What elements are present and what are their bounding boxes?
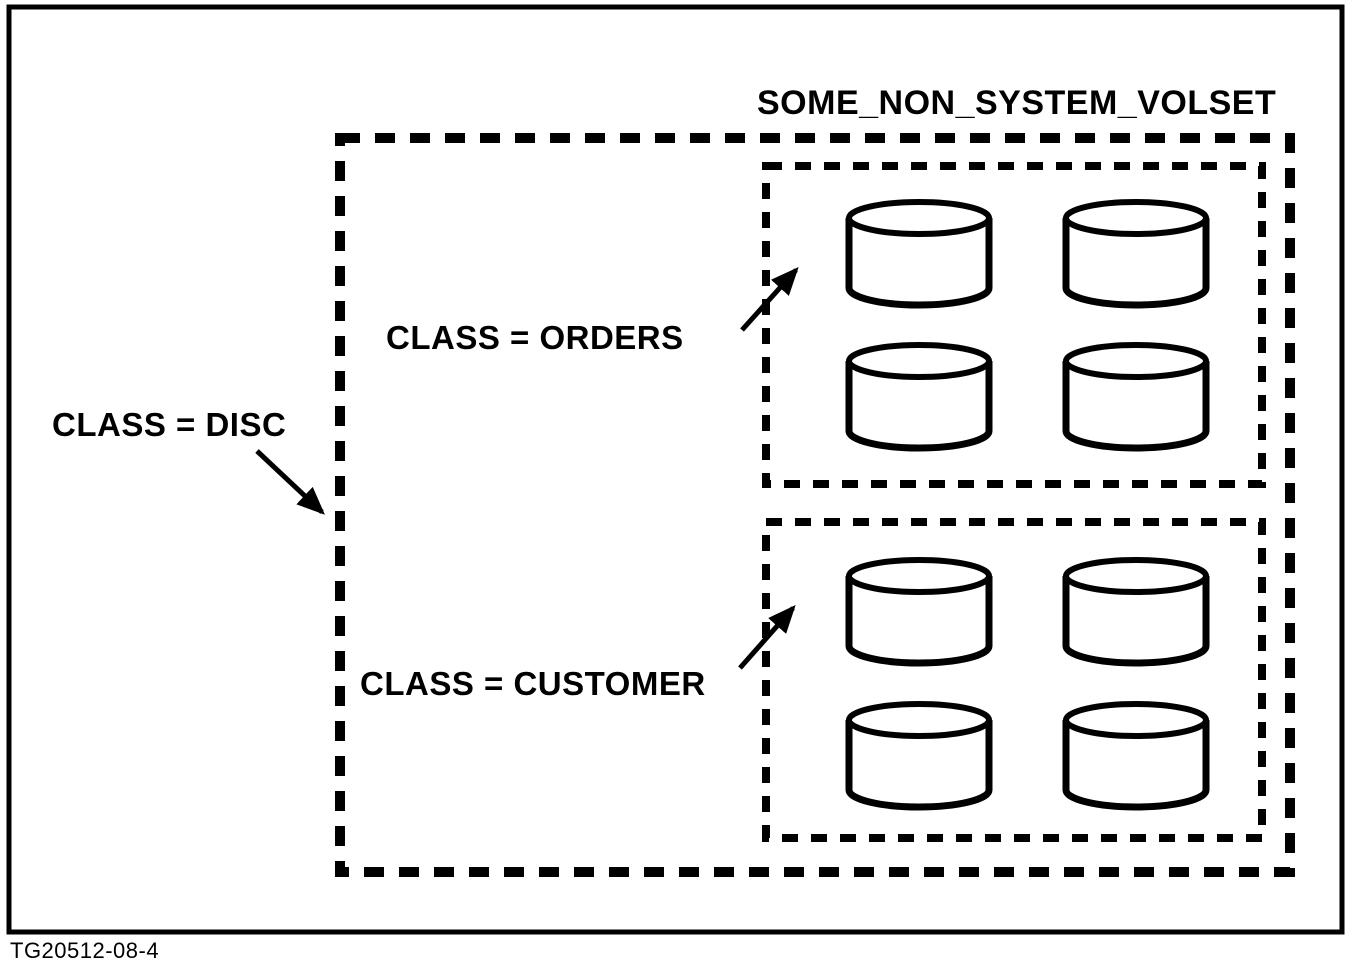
disk-icon	[1066, 704, 1206, 807]
disk-icon	[1066, 560, 1206, 663]
orders-group-box	[762, 162, 1266, 488]
label-class-disc: CLASS = DISC	[52, 406, 287, 443]
disk-icon	[1066, 345, 1206, 448]
volset-boundary	[335, 133, 1295, 877]
disk-icon	[849, 704, 989, 807]
label-class-orders: CLASS = ORDERS	[386, 319, 684, 356]
orders-arrow-icon	[740, 267, 799, 332]
customer-group-box	[762, 518, 1266, 842]
customer-arrow-icon	[738, 605, 796, 670]
disk-icon	[849, 345, 989, 448]
disk-icon	[1066, 202, 1206, 305]
figure-frame	[6, 4, 1345, 935]
volset-title: SOME_NON_SYSTEM_VOLSET	[757, 84, 1277, 122]
disc-arrow-icon	[255, 449, 325, 515]
disk-icon	[849, 560, 989, 663]
disk-icon	[849, 202, 989, 305]
figure-caption: TG20512-08-4	[10, 938, 160, 963]
label-class-customer: CLASS = CUSTOMER	[360, 665, 706, 702]
